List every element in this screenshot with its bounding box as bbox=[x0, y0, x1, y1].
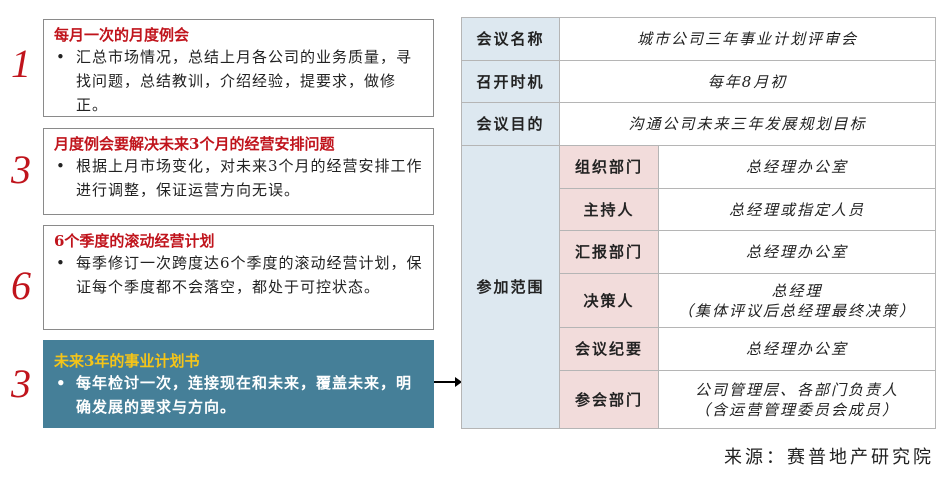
scope-label: 参加范围 bbox=[461, 145, 560, 429]
sub-value: 总经理（集体评议后总经理最终决策） bbox=[658, 273, 936, 328]
card-body: 每年检讨一次，连接现在和未来，覆盖未来，明确发展的要求与方向。 bbox=[54, 371, 425, 419]
row-label: 会议名称 bbox=[461, 17, 560, 61]
arrow-icon bbox=[434, 377, 462, 387]
row-label: 召开时机 bbox=[461, 60, 560, 103]
sub-label: 主持人 bbox=[559, 188, 659, 231]
sub-label: 决策人 bbox=[559, 273, 659, 328]
card-body: 根据上月市场变化，对未来3个月的经营安排工作进行调整，保证运营方向无误。 bbox=[54, 154, 425, 202]
card-three-month: 月度例会要解决未来3个月的经营安排问题 根据上月市场变化，对未来3个月的经营安排… bbox=[43, 128, 434, 215]
card-body: 每季修订一次跨度达6个季度的滚动经营计划，保证每个季度都不会落空，都处于可控状态… bbox=[54, 251, 425, 299]
meeting-table: 会议名称城市公司三年事业计划评审会 召开时机每年8月初 会议目的沟通公司未来三年… bbox=[461, 17, 936, 429]
row-label: 会议目的 bbox=[461, 102, 560, 146]
step-number: 3 bbox=[11, 361, 31, 406]
sub-value: 总经理办公室 bbox=[658, 230, 936, 274]
value-line: （集体评议后总经理最终决策） bbox=[677, 301, 916, 320]
value-line: 总经理 bbox=[771, 281, 823, 300]
value-line: （含运营管理委员会成员） bbox=[694, 400, 899, 419]
card-title: 6个季度的滚动经营计划 bbox=[54, 232, 215, 250]
row-value: 每年8月初 bbox=[559, 60, 936, 103]
card-three-year-plan: 未来3年的事业计划书 每年检讨一次，连接现在和未来，覆盖未来，明确发展的要求与方… bbox=[43, 340, 434, 428]
sub-label: 组织部门 bbox=[559, 145, 659, 189]
value-line: 公司管理层、各部门负责人 bbox=[694, 380, 899, 399]
card-monthly-meeting: 每月一次的月度例会 汇总市场情况，总结上月各公司的业务质量，寻找问题，总结教训，… bbox=[43, 19, 434, 117]
card-title: 未来3年的事业计划书 bbox=[54, 352, 200, 370]
row-value: 城市公司三年事业计划评审会 bbox=[559, 17, 936, 61]
sub-label: 参会部门 bbox=[559, 370, 659, 429]
card-title: 每月一次的月度例会 bbox=[54, 26, 190, 44]
card-body: 汇总市场情况，总结上月各公司的业务质量，寻找问题，总结教训，介绍经验，提要求，做… bbox=[54, 45, 425, 117]
source-note: 来源：赛普地产研究院 bbox=[724, 447, 934, 468]
sub-value: 公司管理层、各部门负责人（含运营管理委员会成员） bbox=[658, 370, 936, 429]
step-number: 3 bbox=[11, 147, 31, 192]
card-title: 月度例会要解决未来3个月的经营安排问题 bbox=[54, 135, 335, 153]
step-number: 6 bbox=[11, 263, 31, 308]
card-six-quarter: 6个季度的滚动经营计划 每季修订一次跨度达6个季度的滚动经营计划，保证每个季度都… bbox=[43, 225, 434, 330]
step-number: 1 bbox=[11, 41, 31, 86]
sub-value: 总经理办公室 bbox=[658, 145, 936, 189]
sub-value: 总经理或指定人员 bbox=[658, 188, 936, 231]
sub-value: 总经理办公室 bbox=[658, 327, 936, 371]
sub-label: 汇报部门 bbox=[559, 230, 659, 274]
row-value: 沟通公司未来三年发展规划目标 bbox=[559, 102, 936, 146]
sub-label: 会议纪要 bbox=[559, 327, 659, 371]
